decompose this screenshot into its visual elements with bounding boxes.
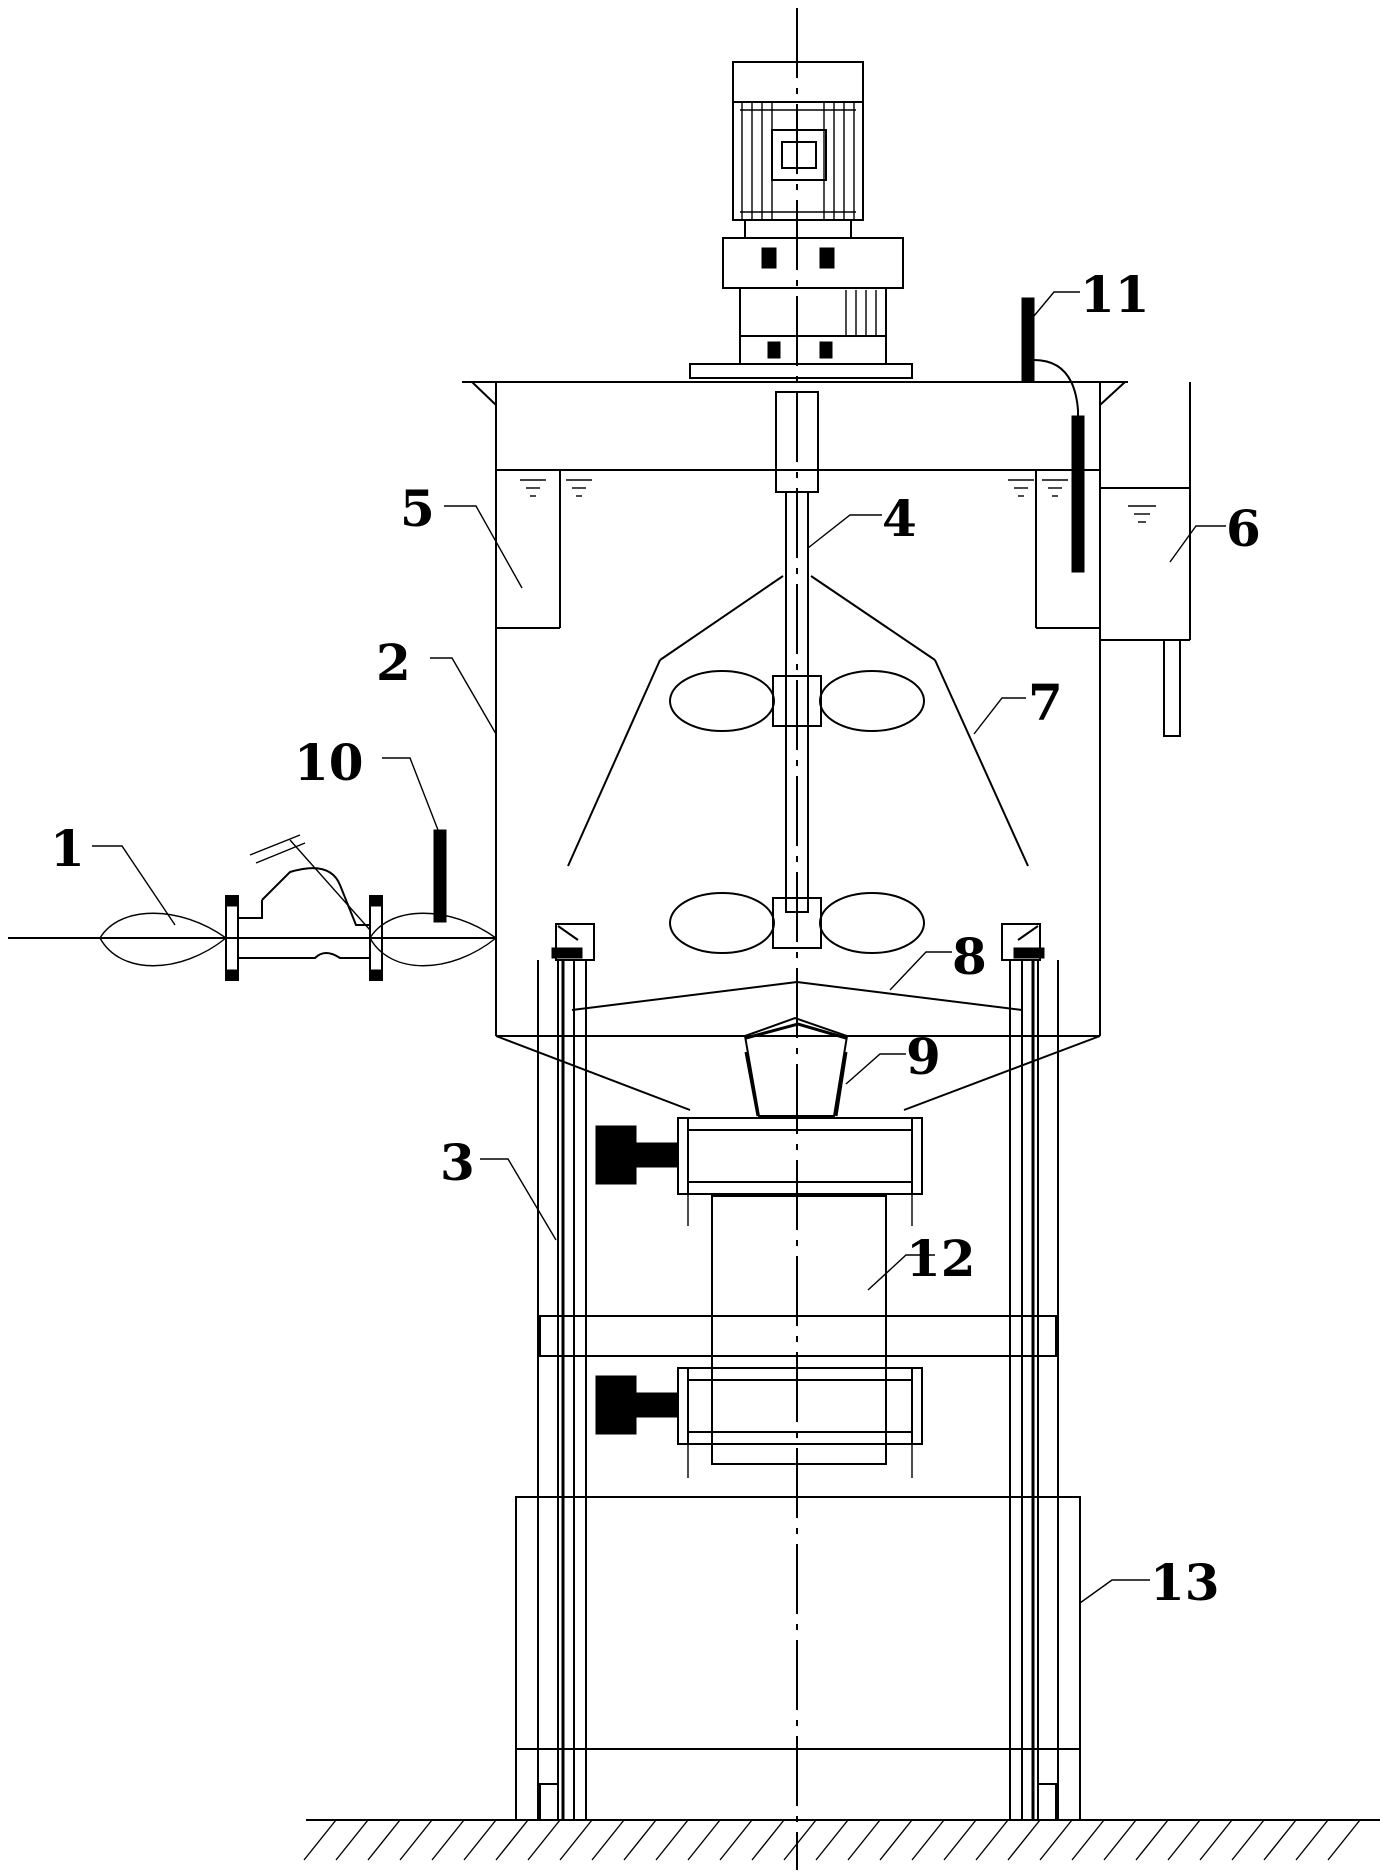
ground-hatch-line bbox=[1071, 1819, 1105, 1861]
right-bracket bbox=[1001, 923, 1045, 961]
label-9: 9 bbox=[906, 1027, 941, 1086]
ground-hatch-line bbox=[1103, 1819, 1137, 1861]
ground-hatch-line bbox=[751, 1819, 785, 1861]
outlet-box bbox=[1100, 382, 1191, 737]
ground-hatch-line bbox=[591, 1819, 625, 1861]
sensor bbox=[1021, 297, 1085, 573]
ground-hatch-line bbox=[335, 1819, 369, 1861]
guide-cone bbox=[567, 575, 1029, 867]
ground-hatch-line bbox=[559, 1819, 593, 1861]
label-4: 4 bbox=[882, 489, 917, 548]
ground-hatch-line bbox=[943, 1819, 977, 1861]
label-10: 10 bbox=[294, 733, 364, 792]
reference-labels: 1 2 3 4 5 6 7 8 9 10 11 12 13 bbox=[50, 265, 1261, 1612]
ground-hatch-line bbox=[719, 1819, 753, 1861]
ground-hatch-line bbox=[1135, 1819, 1169, 1861]
motor-base-plate bbox=[689, 363, 913, 379]
ground-hatch-line bbox=[1263, 1819, 1297, 1861]
vibrator-assembly bbox=[595, 1117, 923, 1478]
label-13: 13 bbox=[1150, 1553, 1220, 1612]
label-2: 2 bbox=[376, 633, 411, 692]
ground-hatch-line bbox=[399, 1819, 433, 1861]
ground-hatch-line bbox=[1007, 1819, 1041, 1861]
inlet-pipe bbox=[8, 834, 497, 981]
flowmeter bbox=[433, 829, 447, 923]
ground-hatch-line bbox=[463, 1819, 497, 1861]
ground-hatch-line bbox=[1199, 1819, 1233, 1861]
label-8: 8 bbox=[952, 927, 987, 986]
left-bracket bbox=[551, 923, 595, 961]
label-11: 11 bbox=[1080, 265, 1150, 324]
ground-hatch-line bbox=[783, 1819, 817, 1861]
upper-impeller bbox=[669, 670, 925, 732]
discharge-valve bbox=[743, 1016, 849, 1117]
ground-hatch-line bbox=[847, 1819, 881, 1861]
ground-hatch-line bbox=[815, 1819, 849, 1861]
bottom-plate bbox=[571, 981, 1023, 1011]
ground bbox=[303, 1819, 1380, 1861]
ground-hatch-line bbox=[1039, 1819, 1073, 1861]
ground-hatch-line bbox=[1231, 1819, 1265, 1861]
water-level-marks bbox=[520, 479, 1156, 523]
ground-hatch-line bbox=[623, 1819, 657, 1861]
lower-impeller bbox=[669, 892, 925, 954]
ground-hatch-line bbox=[495, 1819, 529, 1861]
label-7: 7 bbox=[1028, 673, 1063, 732]
label-6: 6 bbox=[1226, 499, 1261, 558]
leader-lines bbox=[92, 291, 1226, 1604]
ground-hatch-line bbox=[1167, 1819, 1201, 1861]
terminal-box bbox=[771, 129, 827, 181]
ground-hatch-line bbox=[687, 1819, 721, 1861]
ground-hatch-line bbox=[655, 1819, 689, 1861]
ground-hatch-line bbox=[1295, 1819, 1329, 1861]
ground-hatch-line bbox=[303, 1819, 337, 1861]
tank-body bbox=[462, 381, 1128, 1111]
base-block bbox=[515, 1496, 1081, 1820]
label-3: 3 bbox=[440, 1133, 475, 1192]
overflow-trough bbox=[496, 470, 1100, 629]
ground-hatch-line bbox=[367, 1819, 401, 1861]
motor-assembly bbox=[689, 61, 913, 379]
ground-hatch-line bbox=[431, 1819, 465, 1861]
ground-hatch-line bbox=[879, 1819, 913, 1861]
ground-hatch-line bbox=[975, 1819, 1009, 1861]
label-5: 5 bbox=[400, 479, 435, 538]
ground-hatch-line bbox=[911, 1819, 945, 1861]
label-1: 1 bbox=[50, 819, 85, 878]
frame-columns bbox=[537, 960, 1059, 1821]
label-12: 12 bbox=[906, 1229, 976, 1288]
ground-hatch-line bbox=[1327, 1819, 1361, 1861]
ground-hatch-line bbox=[527, 1819, 561, 1861]
